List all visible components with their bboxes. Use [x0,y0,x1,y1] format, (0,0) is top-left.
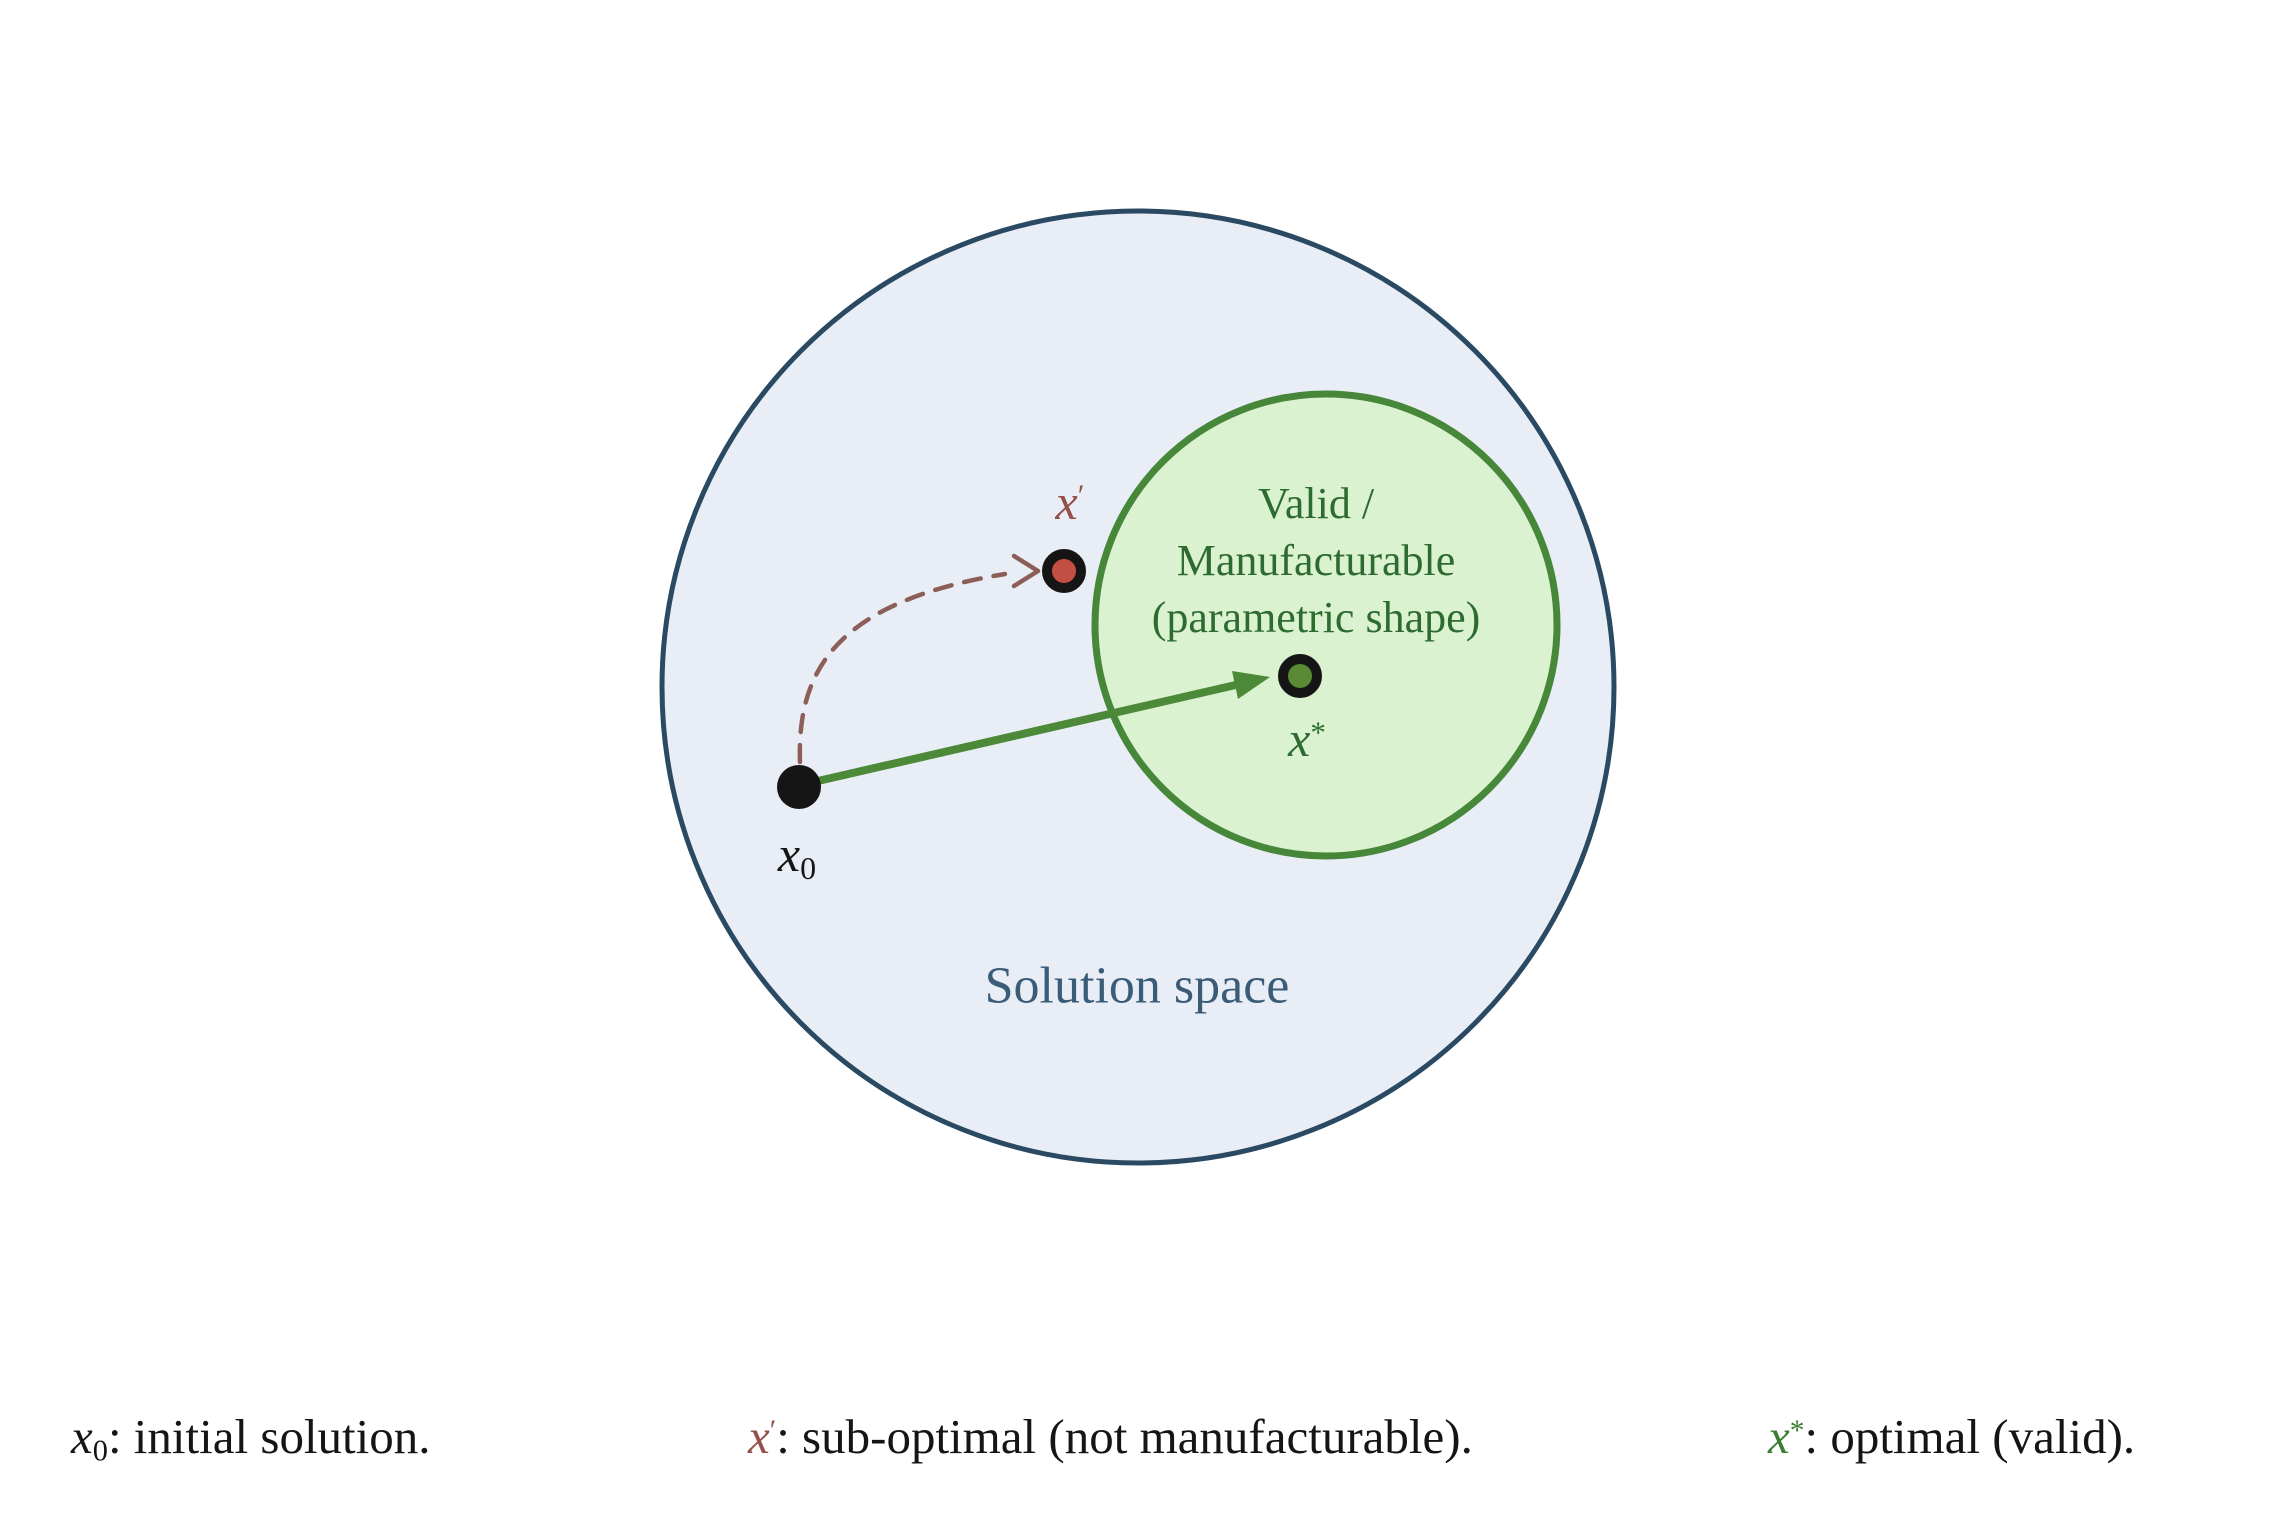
valid-region-label: Valid / Manufacturable (parametric shape… [1152,475,1481,646]
point-xstar [1278,654,1322,698]
green-arrowhead-icon [1232,671,1270,699]
x0-point-label: x0 [778,825,816,887]
valid-region-label-line3: (parametric shape) [1151,593,1481,642]
valid-region-label-line2: Manufacturable [1176,536,1456,585]
caption-xstar-symbol: x [1768,1409,1790,1464]
caption-x0-subscript: 0 [92,1433,108,1468]
xprime-symbol: x [1055,474,1078,530]
caption-x0: x0: initial solution. [71,1408,431,1469]
caption-xstar: x*: optimal (valid). [1768,1408,2135,1465]
caption-xstar-text: : optimal (valid). [1804,1409,2136,1464]
solution-space-label: Solution space [984,957,1290,1015]
caption-x0-symbol: x [71,1409,93,1464]
point-xprime [1042,549,1086,593]
valid-region-circle [1091,390,1561,860]
caption-xprime-text: : sub-optimal (not manufacturable). [776,1409,1473,1464]
xstar-symbol: x [1288,711,1311,767]
caption-x0-text: : initial solution. [107,1409,431,1464]
caption-xstar-star-mark: * [1789,1414,1805,1447]
x0-symbol: x [777,825,801,882]
x0-subscript: 0 [800,850,817,887]
xstar-point-label: x* [1288,710,1326,768]
xprime-point-label: x′ [1056,473,1085,531]
valid-region-label-line1: Valid / [1257,479,1375,528]
dashed-arrowhead-icon [1011,553,1041,589]
green-arrow-line [814,680,1244,785]
caption-xprime: x′: sub-optimal (not manufacturable). [748,1408,1473,1465]
xprime-prime-mark: ′ [1077,477,1085,513]
figure-caption: x0: initial solution. x′: sub-optimal (n… [0,1408,2284,1488]
point-x0 [777,765,821,809]
dashed-arrow-path [797,571,1008,765]
caption-xprime-symbol: x [748,1409,770,1464]
xstar-star-mark: * [1310,714,1326,750]
caption-xprime-prime-mark: ′ [769,1414,777,1447]
